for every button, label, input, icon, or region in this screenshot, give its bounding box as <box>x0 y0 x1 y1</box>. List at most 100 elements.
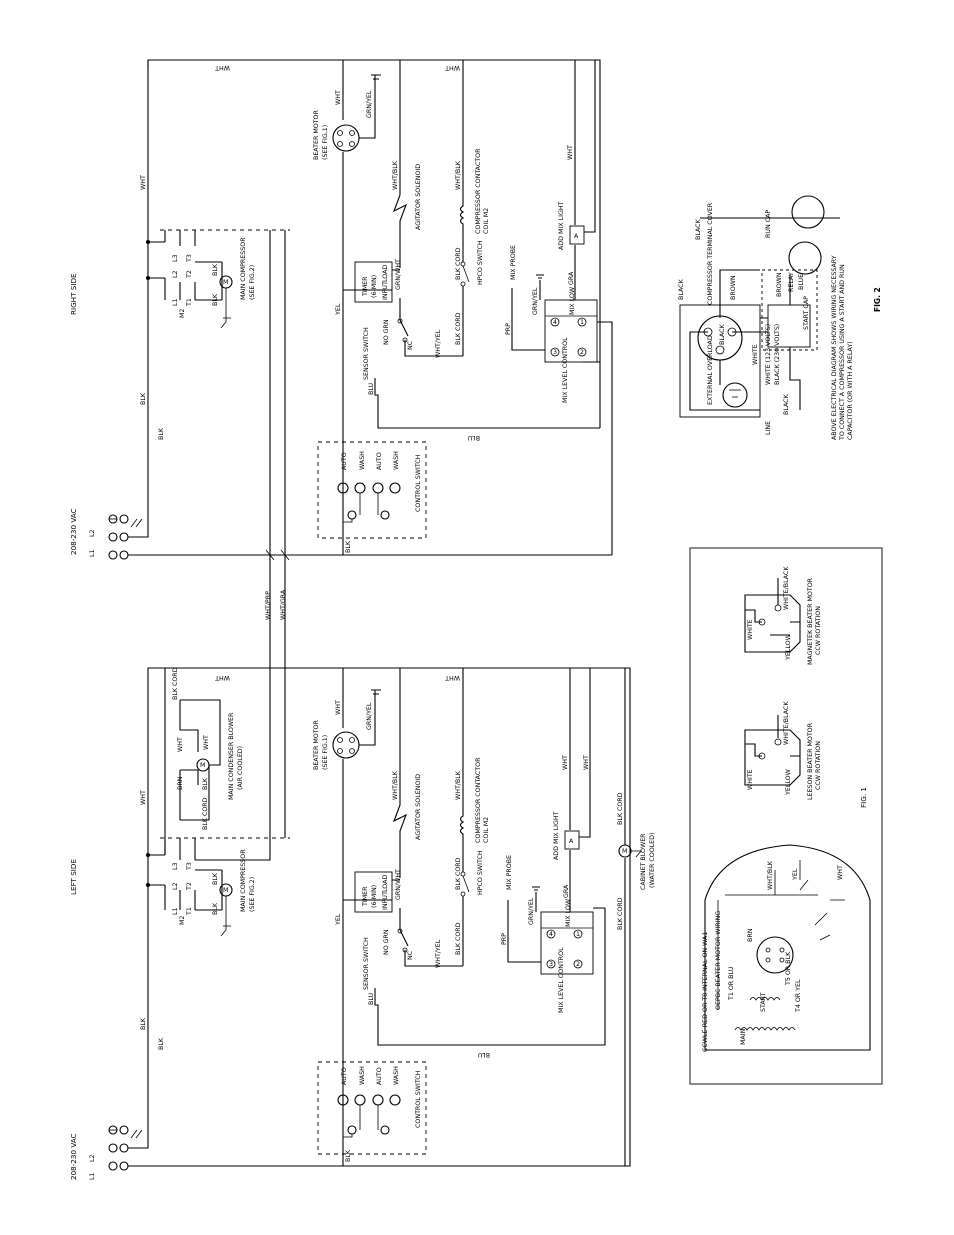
left-wht-blower-1: WHT <box>177 737 184 752</box>
right-mix-probe: MIX PROBE <box>510 245 517 280</box>
right-wht-side-label: WHT <box>140 175 147 190</box>
fig2-black-label-3: BLACK <box>719 323 726 345</box>
fig2-relay-box <box>767 304 811 348</box>
fig1-leeson-white-black: WHITE/BLACK <box>783 701 790 745</box>
left-yel-label: YEL <box>335 913 342 926</box>
right-mix-level-control <box>544 299 598 363</box>
svg-text:2: 2 <box>576 961 580 968</box>
right-main-compressor-label: MAIN COMPRESSOR <box>240 237 247 300</box>
fig1-leeson-rotation: CCW ROTATION <box>815 741 822 790</box>
left-add-mix-light <box>564 830 580 850</box>
left-blu-label-2: BLU <box>477 1051 490 1058</box>
left-nc: NC <box>407 950 414 960</box>
right-nc: NC <box>407 340 414 350</box>
fig2-white-volts: WHITE (123 VOLTS) <box>765 324 772 385</box>
fig2-white-label: WHITE <box>752 344 759 365</box>
left-blk-motor-1: BLK <box>212 902 219 915</box>
fig1-t4-yel: T4 OR YEL <box>795 979 802 1013</box>
fig2-brown-label-2: BROWN <box>776 272 783 297</box>
left-grn-yel-probe: GRN/YEL <box>528 897 535 925</box>
right-blk-side-label-2: BLK <box>158 427 165 440</box>
left-l1-label: L1 <box>89 1172 96 1180</box>
right-l1-label: L1 <box>89 549 96 557</box>
left-main-compressor-label: MAIN COMPRESSOR <box>240 849 247 912</box>
fig1-start: START <box>760 992 767 1012</box>
left-timer-label: TIMER <box>362 886 369 907</box>
right-wht-top-label: WHT <box>215 64 230 71</box>
left-no-grn: NO GRN <box>383 929 390 955</box>
right-sensor-label: SENSOR SWITCH <box>363 327 370 380</box>
left-side-circuit: LEFT SIDE 208-230 VAC L1 L2 WHT WHT WHT … <box>69 640 656 1180</box>
fig1-brn: BRN <box>747 928 754 942</box>
left-switch-contacts <box>337 1094 401 1138</box>
right-wht-add-label: WHT <box>567 145 574 160</box>
right-wht-yel-label: WHT/YEL <box>435 329 442 358</box>
right-contactor-label: COMPRESSOR CONTACTOR <box>475 148 482 234</box>
left-cabinet-blower-label: CABINET BLOWER <box>640 833 647 890</box>
fig2-start-cap <box>788 241 822 275</box>
right-beater-motor <box>332 124 360 152</box>
right-control-switch-label: CONTROL SWITCH <box>415 454 422 512</box>
left-grn-wht-label: GRN/WHT <box>395 869 402 900</box>
left-contactor-label: COMPRESSOR CONTACTOR <box>475 757 482 843</box>
right-mix-level-label: MIX LEVEL CONTROL <box>562 337 569 403</box>
left-beater-label: BEATER MOTOR <box>313 719 320 770</box>
left-blk-cord-blower: BLK CORD <box>617 792 624 825</box>
right-compressor-m: M <box>223 279 228 286</box>
right-wht-blk-2: WHT/BLK <box>455 160 462 190</box>
right-wash-1: WASH <box>359 451 366 470</box>
fig1-yel: YEL <box>792 868 799 881</box>
left-blk-motor-2: BLK <box>212 872 219 885</box>
left-air-cooled: (AIR COOLED) <box>237 746 244 790</box>
left-agitator-label: AGITATOR SOLENOID <box>415 774 422 840</box>
left-blk-side-label-2: BLK <box>158 1037 165 1050</box>
fig2-run-cap <box>791 195 825 229</box>
right-wht-top-label-2: WHT <box>445 64 460 71</box>
right-add-mix-label: ADD MIX LIGHT <box>558 201 565 250</box>
right-add-mix-light <box>569 225 585 245</box>
left-wash-2: WASH <box>393 1066 400 1085</box>
left-wht-yel-label: WHT/YEL <box>435 939 442 968</box>
left-blk-cord-top: BLK CORD <box>172 667 179 700</box>
right-side-label: RIGHT SIDE <box>69 273 78 315</box>
left-add-mix-label: ADD MIX LIGHT <box>553 811 560 860</box>
left-blk-blower: BLK <box>202 777 209 790</box>
right-l2-label: L2 <box>89 529 96 537</box>
left-grn-yel-label: GRN/YEL <box>366 702 373 730</box>
left-t1-label: T1 <box>186 907 193 916</box>
left-wht-blk-2: WHT/BLK <box>455 770 462 800</box>
svg-text:3: 3 <box>549 961 553 968</box>
svg-text:3: 3 <box>553 349 557 356</box>
right-yel-label: YEL <box>335 303 342 316</box>
right-hpco-label: HPCO SWITCH <box>477 240 484 285</box>
right-control-switch <box>317 441 427 539</box>
fig1-magnetek-yellow: YELLOW <box>785 633 792 661</box>
fig2-black-volts: BLACK (230 VOLTS) <box>774 324 781 385</box>
left-hpco-label: HPCO SWITCH <box>477 850 484 895</box>
right-blk-cord-2: BLK CORD <box>455 312 462 345</box>
svg-text:A: A <box>569 838 574 845</box>
left-timer <box>354 871 393 913</box>
left-mix-level-label: MIX LEVEL CONTROL <box>558 947 565 1013</box>
svg-text:4: 4 <box>549 931 553 938</box>
right-blu-label-1: BLU <box>368 382 375 395</box>
left-wash-1: WASH <box>359 1066 366 1085</box>
right-t1-label: T1 <box>186 298 193 307</box>
fig2-black-label-4: BLACK <box>783 393 790 415</box>
svg-text:M: M <box>223 887 228 894</box>
right-mix-low: MIX LOW <box>569 286 576 315</box>
right-l2b-label: L2 <box>172 270 179 278</box>
svg-text:2: 2 <box>580 349 584 356</box>
fig1-main: MAIN <box>740 1028 747 1045</box>
left-auto-1: AUTO <box>341 1067 348 1085</box>
left-brn-label: BRN <box>177 776 184 790</box>
left-mix-probe: MIX PROBE <box>506 855 513 890</box>
left-blk-cord-2: BLK CORD <box>455 922 462 955</box>
fig1-beater-motor-wiring: WHITE/BLACK WHITE YELLOW MAGNETEK BEATER… <box>689 547 883 1085</box>
right-grn-yel-label: GRN/YEL <box>366 90 373 118</box>
left-wht-blower-2: WHT <box>203 735 210 750</box>
svg-text:4: 4 <box>553 319 557 326</box>
right-prp-label: PRP <box>505 323 512 335</box>
right-coil-label: COIL M2 <box>483 208 490 234</box>
left-wht-blk-1: WHT/BLK <box>392 770 399 800</box>
